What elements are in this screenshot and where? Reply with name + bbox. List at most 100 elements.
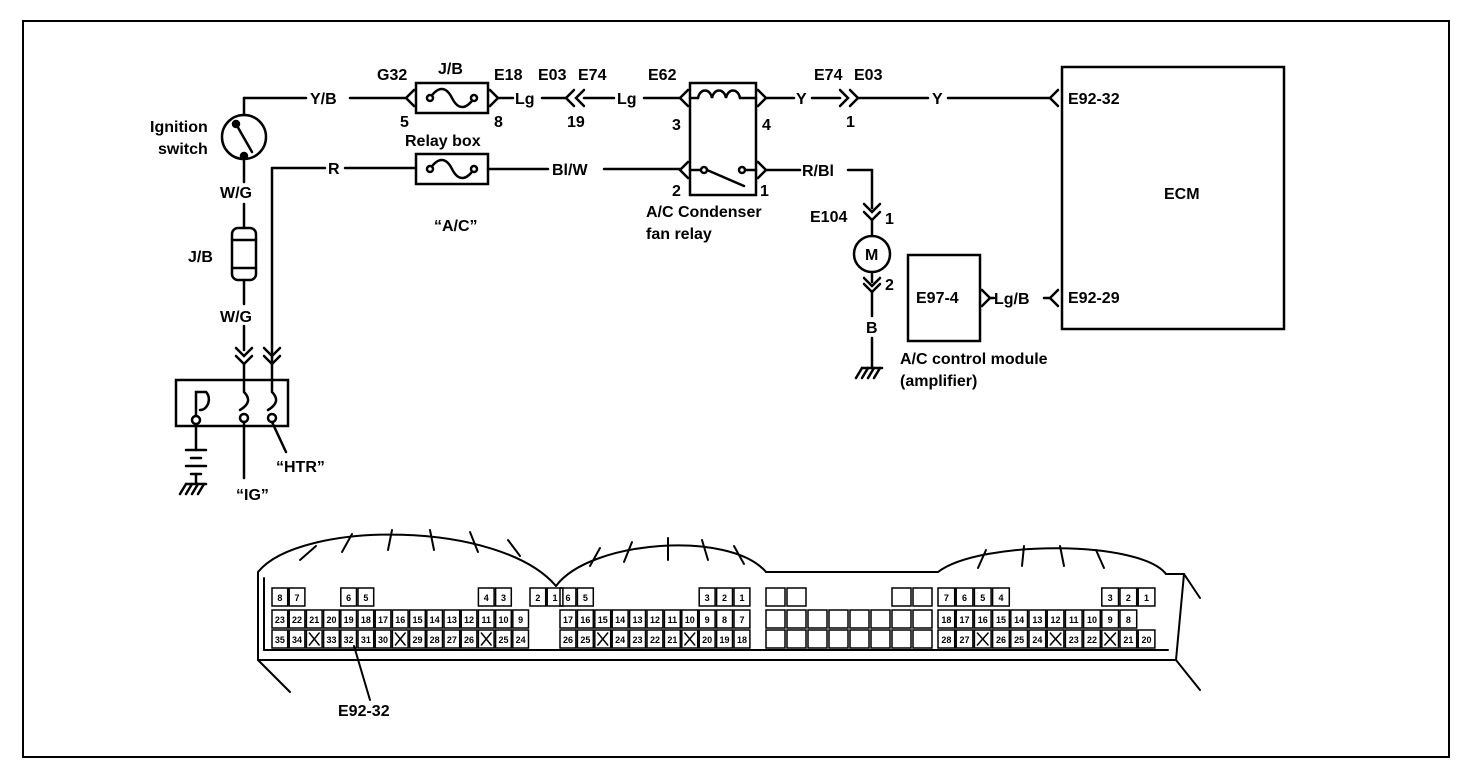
pin-cell (288, 629, 306, 649)
pin-cell (698, 609, 716, 629)
pin-cell (576, 587, 595, 607)
pin-cell (955, 629, 974, 649)
pin-number: 17 (563, 615, 573, 625)
pin-number: 31 (361, 635, 371, 645)
pin-cell (1137, 629, 1156, 649)
pin-number: 16 (580, 615, 590, 625)
pin-cell (663, 629, 682, 649)
pin-number: 24 (1032, 635, 1042, 645)
pin-cell (576, 629, 595, 649)
pin-number: 18 (941, 615, 951, 625)
connector-e03-top: E03 (538, 67, 567, 84)
pin-cell (628, 629, 647, 649)
blank-pin-cell (765, 609, 786, 629)
blank-pin-cell (891, 609, 912, 629)
pin-cell (628, 609, 647, 629)
connector-e74-right: E74 (814, 67, 843, 84)
ignition-switch-label-2: switch (158, 141, 208, 158)
pin-cell (698, 629, 716, 649)
pin-cell (340, 629, 358, 649)
ignition-switch (220, 96, 268, 184)
pin-cell (340, 609, 358, 629)
pin-number: 18 (361, 615, 371, 625)
pin-19: 19 (567, 114, 585, 131)
pin-number: 12 (1051, 615, 1061, 625)
pin-number: 5 (583, 593, 588, 603)
connector-latch-marks (299, 529, 1105, 569)
connector-g32: G32 (377, 67, 407, 84)
diagram-frame (22, 20, 1450, 758)
motor-pin-1: 1 (885, 211, 894, 228)
pin-cell (733, 587, 751, 607)
pin-number: 9 (1108, 615, 1113, 625)
pin-number: 13 (633, 615, 643, 625)
connector-e92-29: E92-29 (1068, 290, 1120, 307)
wire-label-yb: Y/B (310, 91, 337, 108)
pin-cell (494, 587, 513, 607)
pin-cell (1028, 629, 1047, 649)
pin-cell (512, 609, 530, 629)
pin-number: 20 (326, 615, 336, 625)
blank-pin-cell (891, 629, 912, 649)
connector-e62: E62 (648, 67, 677, 84)
connector-e97-4: E97-4 (916, 290, 959, 307)
pin-number: 16 (978, 615, 988, 625)
pin-1: 1 (846, 114, 855, 131)
pin-number: 28 (941, 635, 951, 645)
wire-label-lg-2: Lg (617, 91, 637, 108)
pin-number: 11 (481, 615, 491, 625)
wire-lg-1 (496, 88, 616, 108)
ecm-connector-outline (257, 533, 1201, 693)
pin-cell (937, 629, 956, 649)
pin-number: 17 (960, 615, 970, 625)
motor-ground-wire (862, 270, 882, 370)
pin-number: 5 (980, 593, 985, 603)
pin-cell (955, 609, 974, 629)
pin-number: 18 (737, 635, 747, 645)
pin-number: 27 (960, 635, 970, 645)
blank-pin-mark (308, 632, 320, 646)
pin-number: 21 (667, 635, 677, 645)
pin-number: 17 (378, 615, 388, 625)
pin-cell (477, 629, 495, 649)
pin-5: 5 (400, 114, 409, 131)
relay-box-label: Relay box (405, 133, 481, 150)
pin-number: 15 (598, 615, 608, 625)
connector-e104: E104 (810, 209, 847, 226)
blank-pin-mark (480, 632, 492, 646)
pin-number: 22 (650, 635, 660, 645)
connector-e03-right: E03 (854, 67, 883, 84)
pin-number: 9 (518, 615, 523, 625)
connector-e74-top: E74 (578, 67, 607, 84)
pin-number: 12 (464, 615, 474, 625)
ac-module-label-1: A/C control module (900, 351, 1048, 368)
pin-cell (991, 629, 1011, 649)
pin-cell (443, 609, 461, 629)
pin-cell (340, 587, 358, 607)
pin-cell (271, 609, 289, 629)
pin-cell (1082, 629, 1102, 649)
pin-cell (611, 629, 629, 649)
pin-cell (1119, 609, 1138, 629)
jb-left-label: J/B (188, 249, 213, 266)
pin-cell (1119, 629, 1138, 649)
wire-label-wg-1: W/G (220, 185, 252, 202)
pin-number: 21 (309, 615, 319, 625)
pin-cell (477, 609, 495, 629)
pin-cell (1082, 609, 1102, 629)
pin-cell (559, 629, 577, 649)
pin-number: 6 (962, 593, 967, 603)
pin-cell (460, 609, 478, 629)
pin-number: 28 (430, 635, 440, 645)
pin-number: 26 (464, 635, 474, 645)
relay-pin-3: 3 (672, 117, 681, 134)
pin-number: 20 (1142, 635, 1152, 645)
pin-cell (955, 587, 974, 607)
pin-number: 25 (498, 635, 508, 645)
pin-number: 14 (1014, 615, 1024, 625)
blank-pin-mark (976, 632, 989, 646)
pin-8: 8 (494, 114, 503, 131)
pin-cell (322, 609, 341, 629)
pin-cell (576, 609, 595, 629)
